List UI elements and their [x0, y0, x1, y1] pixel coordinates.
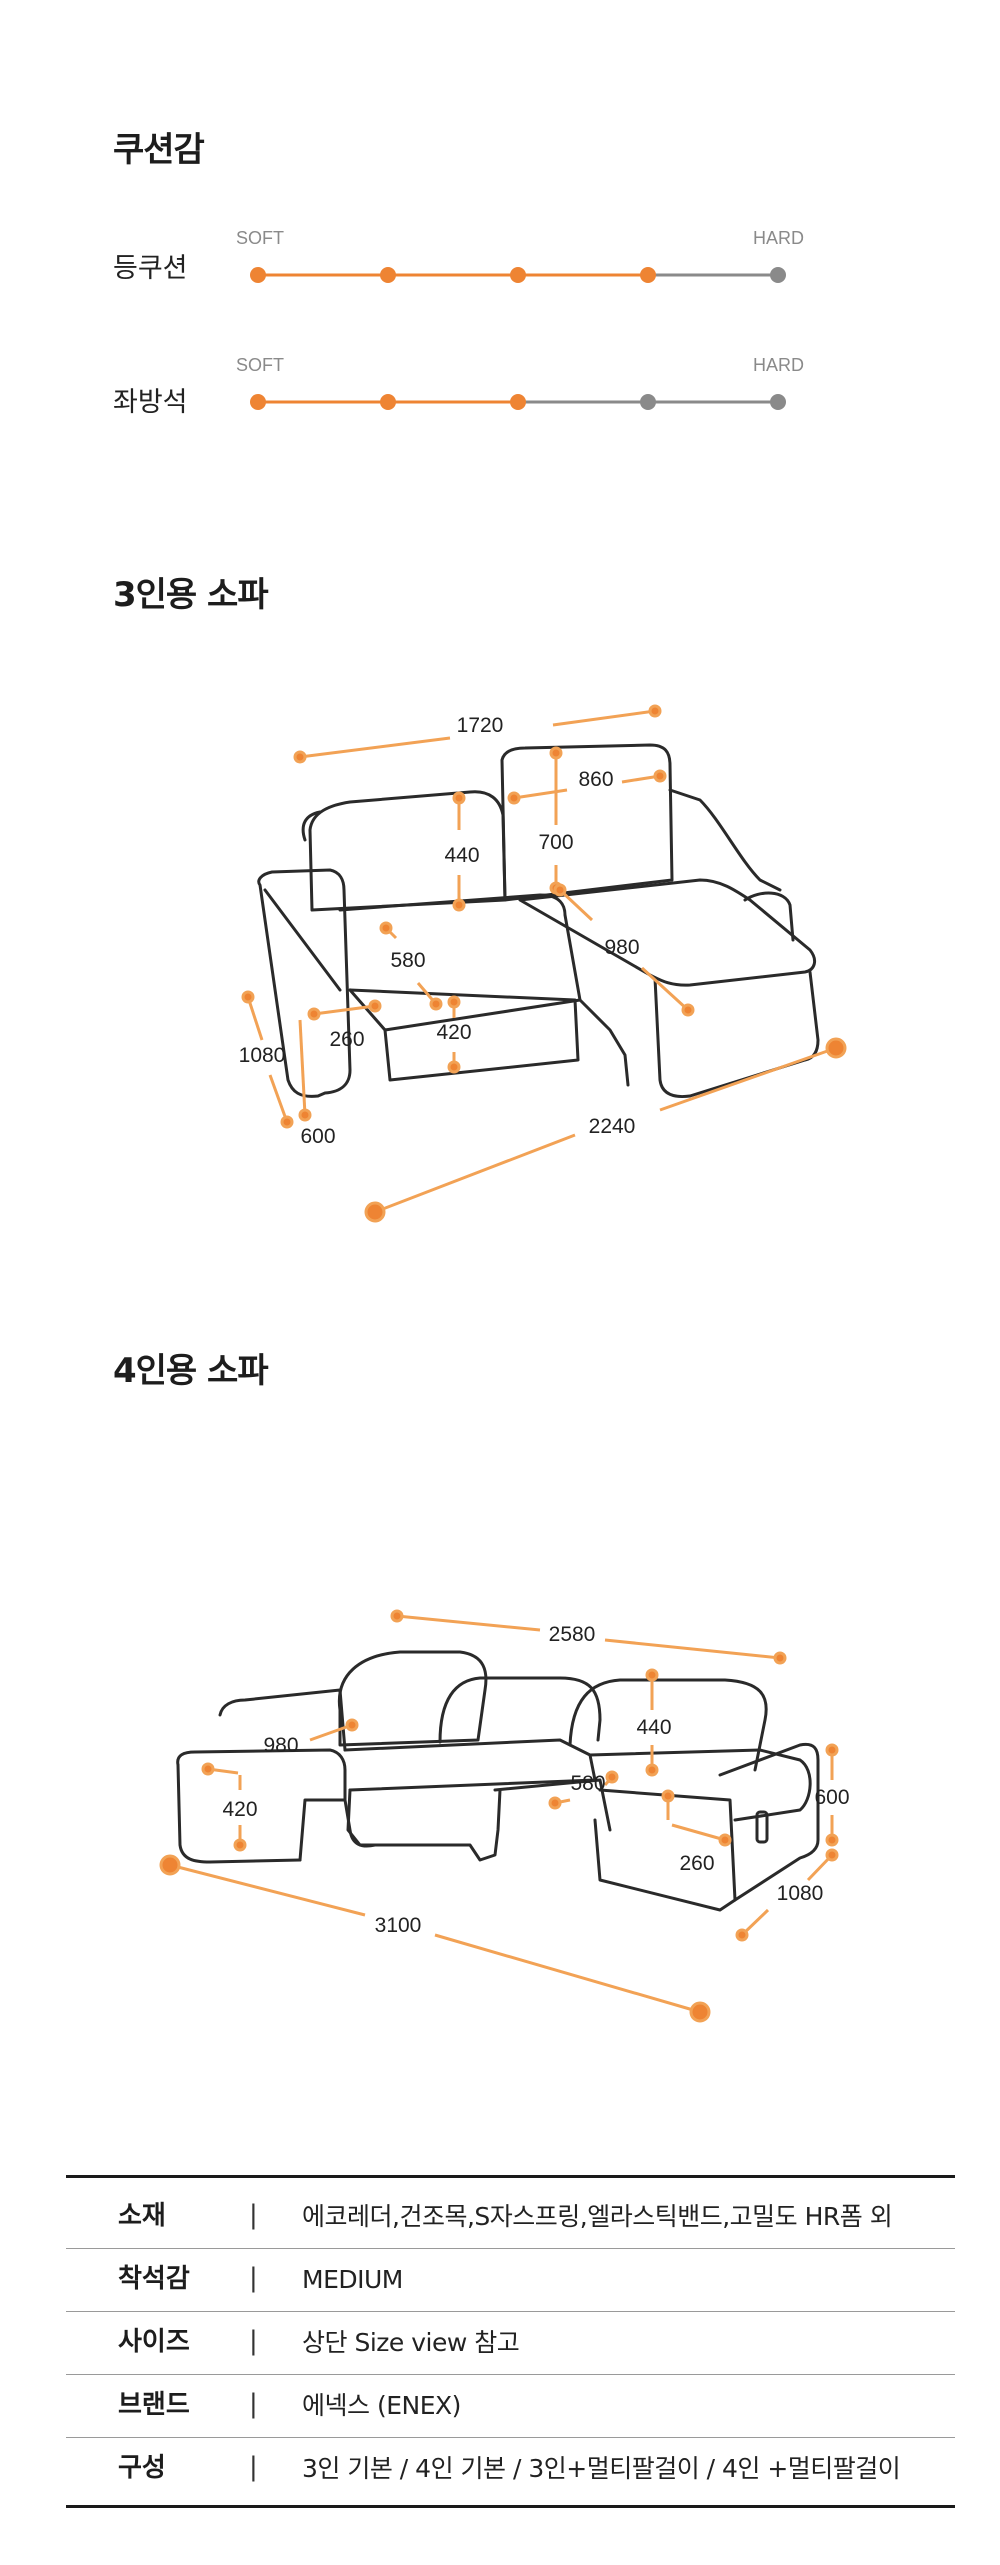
sofa3-title: 3인용 소파	[113, 575, 269, 615]
sofa4-dim-580: 580	[570, 1772, 605, 1795]
back-cushion-scale	[250, 267, 786, 283]
back-cushion-scale-point-3	[510, 267, 526, 283]
cushion-title: 쿠션감	[113, 130, 205, 170]
sofa3-dim-1720: 1720	[457, 714, 504, 737]
back-cushion-scale-point-5	[770, 267, 786, 283]
seat-cushion-hard-label: HARD	[753, 355, 805, 375]
spec-label-brand: 브랜드	[118, 2390, 190, 2420]
sofa3-dim-1080: 1080	[239, 1044, 286, 1067]
sofa4-dim-2580: 2580	[549, 1623, 596, 1646]
sofa4-diagram: 2580 440 980 580 420 600 260 1080 3100	[159, 1609, 850, 2023]
spec-label-composition: 구성	[118, 2453, 166, 2483]
sofa4-dim-420: 420	[222, 1798, 257, 1821]
sofa4-dim-260: 260	[679, 1852, 714, 1875]
spec-value-material: 에코레더,건조목,S자스프링,엘라스틱밴드,고밀도 HR폼 외	[302, 2202, 893, 2231]
spec-label-material: 소재	[118, 2201, 166, 2231]
back-cushion-scale-point-4	[640, 267, 656, 283]
sofa3-dim-420: 420	[436, 1021, 471, 1044]
sofa3-dim-2240: 2240	[589, 1115, 636, 1138]
seat-cushion-soft-label: SOFT	[236, 355, 284, 375]
seat-cushion-scale-point-2	[380, 394, 396, 410]
seat-cushion-scale-point-4	[640, 394, 656, 410]
back-cushion-soft-label: SOFT	[236, 228, 284, 248]
sofa4-dim-980: 980	[263, 1734, 298, 1757]
sofa4-dimension-labels: 2580 440 980 580 420 600 260 1080 3100	[222, 1623, 849, 1937]
spec-row-composition: 구성 | 3인 기본 / 4인 기본 / 3인+멀티팔걸이 / 4인 +멀티팔걸…	[66, 2437, 955, 2508]
back-cushion-scale-point-2	[380, 267, 396, 283]
seat-cushion-scale	[250, 394, 786, 410]
spec-separator: |	[249, 2452, 258, 2482]
sofa3-diagram: 1720 860 440 700 980 580 420 260 1080 60…	[239, 704, 847, 1223]
sofa4-title: 4인용 소파	[113, 1351, 269, 1391]
sofa3-dim-580: 580	[390, 949, 425, 972]
spec-row-material: 소재 | 에코레더,건조목,S자스프링,엘라스틱밴드,고밀도 HR폼 외	[66, 2185, 955, 2249]
spec-table-top-border	[66, 2175, 955, 2178]
sofa4-dim-1080: 1080	[777, 1882, 824, 1905]
spec-row-brand: 브랜드 | 에넥스 (ENEX)	[66, 2374, 955, 2438]
spec-label-size: 사이즈	[118, 2327, 190, 2357]
seat-cushion-label: 좌방석	[113, 387, 188, 418]
sofa4-dim-440: 440	[636, 1716, 671, 1739]
spec-row-size: 사이즈 | 상단 Size view 참고	[66, 2311, 955, 2375]
sofa3-dimension-lines	[241, 704, 847, 1223]
sofa4-dim-600: 600	[814, 1786, 849, 1809]
spec-value-size: 상단 Size view 참고	[302, 2328, 520, 2357]
seat-cushion-scale-point-1	[250, 394, 266, 410]
sofa4-dim-3100: 3100	[375, 1914, 422, 1937]
back-cushion-label: 등쿠션	[113, 253, 188, 284]
spec-separator: |	[249, 2200, 258, 2230]
back-cushion-hard-label: HARD	[753, 228, 805, 248]
spec-value-brand: 에넥스 (ENEX)	[302, 2391, 461, 2420]
sofa3-dim-980: 980	[604, 936, 639, 959]
spec-row-seating-feel: 착석감 | MEDIUM	[66, 2248, 955, 2312]
spec-label-seating-feel: 착석감	[118, 2264, 190, 2294]
spec-separator: |	[249, 2263, 258, 2293]
sofa3-dim-260: 260	[329, 1028, 364, 1051]
sofa4-outline	[176, 1650, 820, 1912]
sofa3-dim-700: 700	[538, 831, 573, 854]
spec-value-composition: 3인 기본 / 4인 기본 / 3인+멀티팔걸이 / 4인 +멀티팔걸이	[302, 2454, 901, 2483]
sofa3-dim-860: 860	[578, 768, 613, 791]
spec-value-seating-feel: MEDIUM	[302, 2265, 403, 2294]
spec-separator: |	[249, 2389, 258, 2419]
back-cushion-scale-point-1	[250, 267, 266, 283]
sofa3-dimension-labels: 1720 860 440 700 980 580 420 260 1080 60…	[239, 714, 640, 1148]
sofa3-dim-600: 600	[300, 1125, 335, 1148]
sofa3-dim-440: 440	[444, 844, 479, 867]
seat-cushion-scale-point-5	[770, 394, 786, 410]
seat-cushion-scale-point-3	[510, 394, 526, 410]
sofa4-dimension-lines	[159, 1609, 839, 2023]
spec-separator: |	[249, 2326, 258, 2356]
